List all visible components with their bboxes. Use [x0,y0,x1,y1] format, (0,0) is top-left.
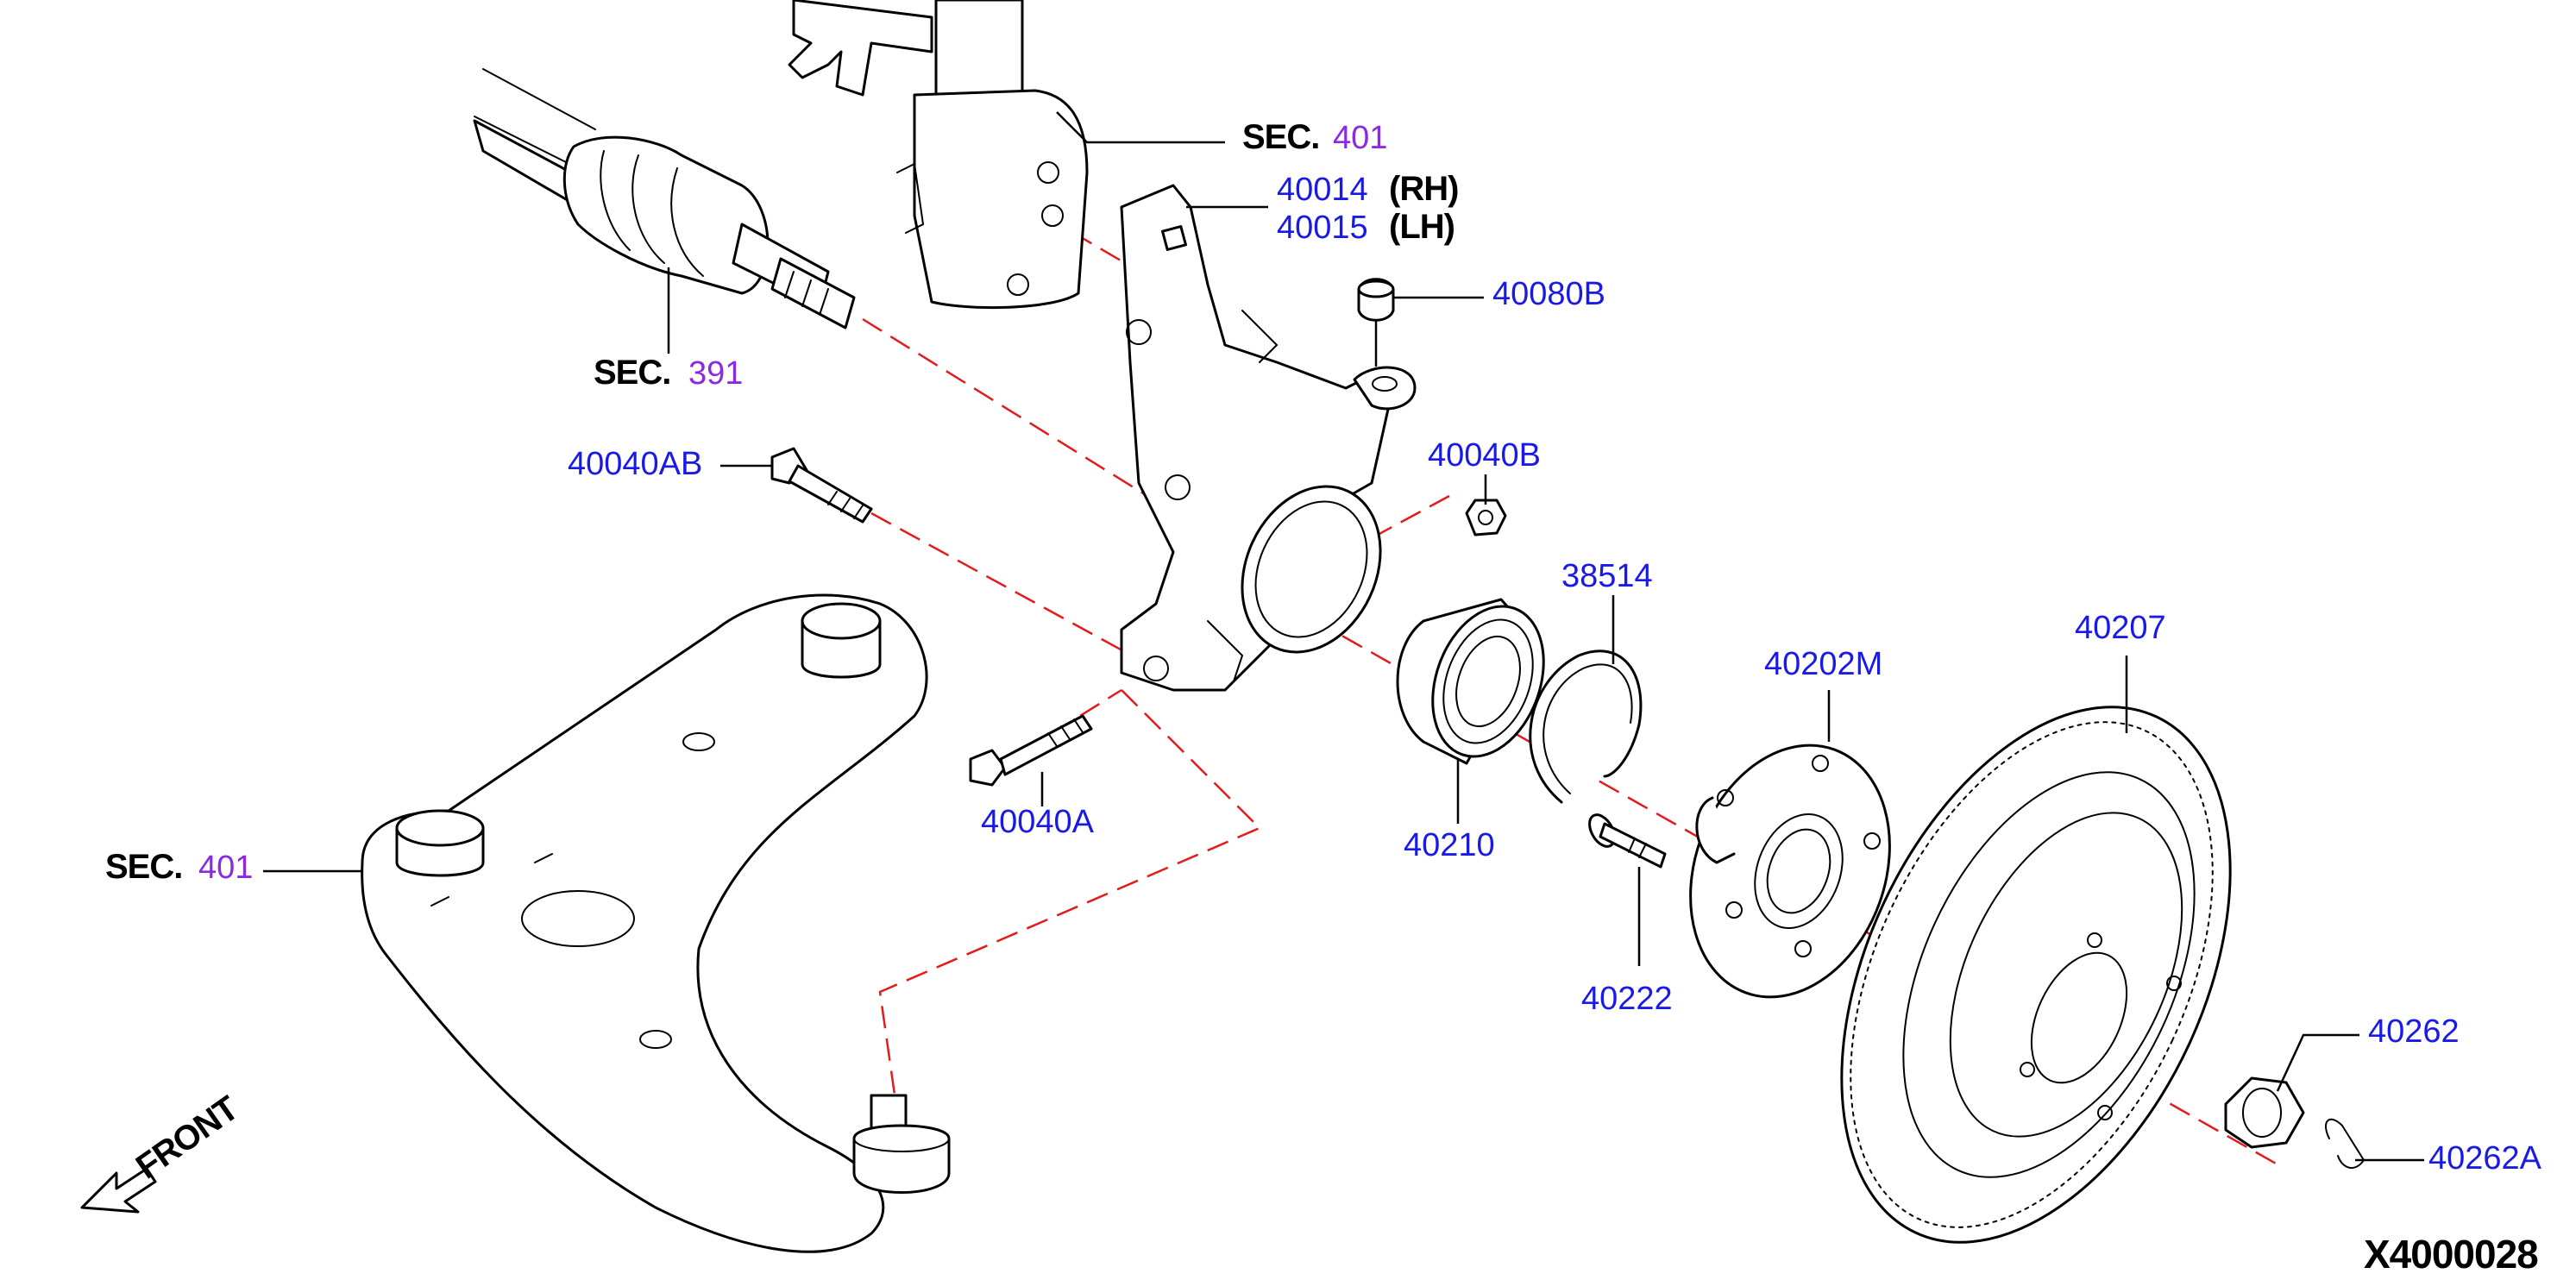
front-arrow-icon [80,1167,157,1214]
callout-40080B: 40080B [1492,276,1605,312]
callout-40014: 40014 (RH) [1277,170,1459,208]
hub-bolt [1588,813,1667,869]
part-number: 40014 [1277,172,1368,208]
callout-40015: 40015 (LH) [1277,208,1455,246]
callout-section-number: 401 [1333,120,1387,156]
hub-nut [2224,1076,2305,1149]
snap-ring [1529,649,1643,804]
callout-40202M: 40202M [1764,646,1882,682]
brake-rotor [1840,706,2232,1244]
side-indicator: (LH) [1389,208,1454,246]
drive-shaft [473,68,856,329]
callout-section-number: 401 [198,850,253,886]
callout-40040A: 40040A [981,804,1095,840]
callout-40222: 40222 [1581,981,1673,1017]
callout-section-number: 391 [688,355,743,392]
steering-knuckle [1120,184,1417,692]
front-label: FRONT [129,1089,245,1187]
callout-sec401-left: SEC. 401 [105,848,253,886]
callout-prefix: SEC. [594,354,670,392]
callout-prefix: SEC. [1242,118,1319,156]
wheel-hub [1689,744,1891,999]
callout-38514: 38514 [1561,558,1653,594]
bolt-40080B [1357,278,1395,322]
callout-40262: 40262 [2368,1013,2460,1050]
leader-lines [263,111,2424,1162]
lower-control-arm [361,593,951,1253]
bolt-40040AB [770,447,873,524]
callout-40210: 40210 [1404,827,1495,863]
cotter-pin [2325,1118,2366,1169]
callout-prefix: SEC. [105,848,182,886]
wheel-bearing [1396,598,1545,765]
side-indicator: (RH) [1389,170,1458,208]
strut-assembly [788,0,1089,310]
callout-40040B: 40040B [1428,437,1541,474]
nut-40040B [1465,499,1507,536]
bolt-40040A [969,714,1093,787]
callout-sec391: SEC. 391 [594,354,743,392]
callout-40040AB: 40040AB [568,446,702,482]
callout-40207: 40207 [2075,610,2166,646]
part-number: 40015 [1277,210,1368,246]
diagram-code: X4000028 [2364,1232,2538,1277]
callout-sec401-top: SEC. 401 [1242,118,1387,156]
callout-40262A: 40262A [2428,1140,2542,1176]
